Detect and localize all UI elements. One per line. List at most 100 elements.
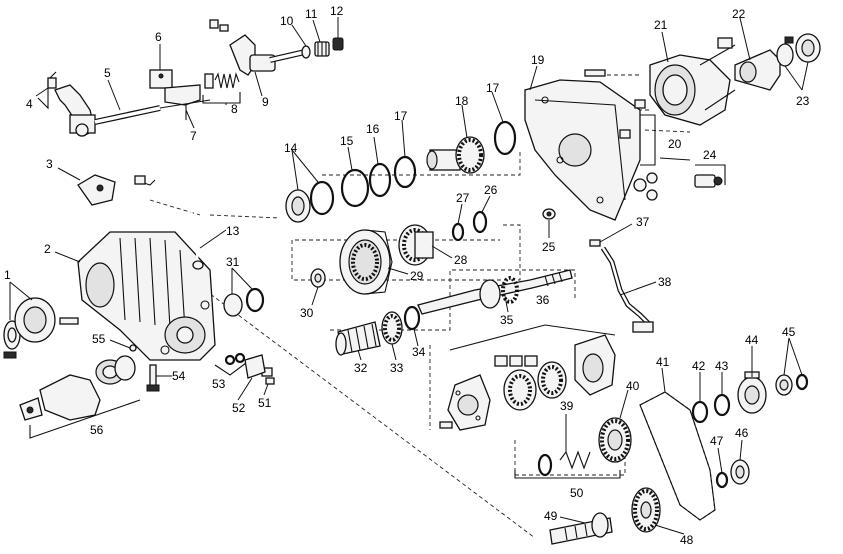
callout-11: 11 (305, 7, 318, 21)
callout-42: 42 (692, 359, 706, 373)
callout-20: 20 (668, 137, 682, 151)
callout-55: 55 (92, 332, 106, 346)
part-48-driven-sprocket (631, 487, 661, 533)
part-8-spring (204, 72, 240, 89)
part-29-planetary-carrier (339, 229, 393, 295)
callout-47: 47 (710, 434, 724, 448)
part-6-block (149, 69, 173, 89)
leader-lines (9, 17, 809, 535)
part-32-shaft (335, 321, 381, 356)
callout-49: 49 (544, 509, 558, 523)
callout-14: 14 (284, 141, 298, 155)
callout-15: 15 (340, 134, 354, 148)
callout-54: 54 (172, 369, 186, 383)
callout-4: 4 (26, 97, 33, 111)
part-27-ring (451, 222, 465, 242)
part-44-bearing-retainer (737, 371, 767, 414)
part-31-rings (223, 287, 265, 317)
callout-7: 7 (190, 129, 197, 143)
part-39-spring (559, 450, 591, 470)
part-1-seal (3, 297, 79, 359)
callout-labels: 1 2 3 4 5 6 7 8 9 10 11 12 13 14 15 16 1… (4, 4, 810, 547)
parts (3, 19, 821, 545)
part-2-front-case (77, 231, 216, 361)
part-40-drive-sprocket (598, 417, 632, 463)
callout-37: 37 (636, 215, 650, 229)
callout-brackets (29, 71, 726, 479)
part-34-snap-ring (403, 305, 421, 331)
part-20-bolts (634, 99, 691, 201)
part-55-pin (129, 344, 137, 352)
part-36-differential (439, 334, 616, 431)
callout-41: 41 (656, 355, 670, 369)
callout-51: 51 (258, 396, 272, 410)
callout-13: 13 (226, 224, 240, 238)
callout-27: 27 (456, 191, 470, 205)
callout-18: 18 (455, 94, 469, 108)
callout-23: 23 (796, 94, 810, 108)
part-22-adapter (734, 36, 794, 91)
callout-33: 33 (390, 361, 404, 375)
callout-21: 21 (654, 18, 668, 32)
part-56-yoke (19, 355, 136, 421)
part-30-bearing (310, 268, 326, 288)
part-9-fork (209, 19, 306, 76)
part-12-plug (332, 37, 344, 51)
part-3-detent-plate (77, 174, 156, 206)
callout-46: 46 (735, 426, 749, 440)
part-4-shift-fork (47, 77, 96, 137)
part-5-shift-rail (94, 105, 161, 125)
part-14-rings (285, 180, 335, 223)
callout-53: 53 (212, 377, 226, 391)
part-37-bolt (589, 239, 601, 247)
callout-28: 28 (454, 253, 468, 267)
assembly-guides (149, 74, 691, 539)
callout-9: 9 (262, 95, 269, 109)
part-52-plate (244, 354, 266, 379)
callout-17b: 17 (486, 81, 500, 95)
part-25-washer (542, 208, 556, 220)
part-41-drive-chain (639, 391, 716, 521)
callout-2: 2 (44, 242, 51, 256)
callout-40: 40 (626, 379, 640, 393)
callout-1: 1 (4, 268, 11, 282)
part-11-spring (314, 41, 330, 57)
part-42-ring (691, 400, 709, 424)
part-50-ring (537, 453, 553, 477)
callout-52: 52 (232, 401, 246, 415)
part-46-bearing (730, 459, 750, 485)
part-24-sensor (694, 174, 723, 188)
callout-8: 8 (231, 102, 238, 116)
part-26-ring (472, 210, 488, 234)
part-15-ring (340, 168, 370, 208)
part-49-output-shaft (549, 512, 613, 545)
callout-3: 3 (46, 157, 53, 171)
callout-50: 50 (570, 486, 584, 500)
part-45-seal (775, 373, 809, 396)
part-38-rod (600, 246, 654, 333)
callout-17: 17 (394, 109, 408, 123)
callout-26: 26 (484, 183, 498, 197)
callout-56: 56 (90, 423, 104, 437)
part-47-washer (715, 471, 729, 489)
callout-39: 39 (560, 399, 574, 413)
part-23-seal (776, 33, 821, 67)
callout-19: 19 (531, 53, 545, 67)
callout-24: 24 (703, 148, 717, 162)
callout-16: 16 (366, 122, 380, 136)
part-18-input-gear (426, 136, 485, 174)
callout-34: 34 (412, 345, 426, 359)
callout-29: 29 (410, 269, 424, 283)
part-16-ring (368, 162, 392, 198)
callout-31: 31 (226, 255, 240, 269)
part-33-bearing (381, 311, 403, 345)
part-21-extension-housing (649, 37, 736, 126)
callout-48: 48 (680, 533, 694, 547)
part-43-ring (713, 393, 731, 417)
part-19-rear-case (524, 69, 647, 221)
part-28-sun-gear (398, 224, 434, 266)
callout-5: 5 (104, 66, 111, 80)
part-7-bracket (159, 84, 211, 109)
vent-tube (164, 181, 204, 270)
